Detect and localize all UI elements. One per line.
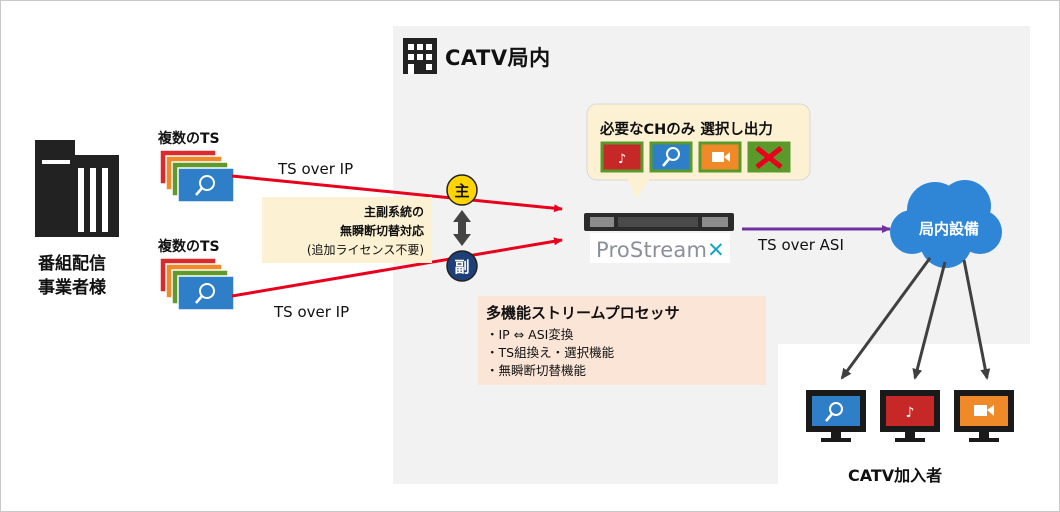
secondary-badge: [446, 250, 478, 282]
tv-icon: ♪: [880, 390, 940, 442]
ts-over-ip-bottom-label: TS over IP: [274, 303, 350, 321]
server-brand-main: ProStream: [596, 238, 708, 262]
server-brand: ProStream✕: [596, 238, 725, 262]
tv-icon: [954, 390, 1014, 442]
music-icon: ♪: [600, 141, 644, 173]
primary-badge-label: 主: [454, 182, 470, 200]
office-icon: [403, 38, 437, 74]
tv-arrow-center: [912, 261, 947, 380]
svg-text:♪: ♪: [618, 152, 626, 167]
features-box: 多機能ストリームプロセッサ ・IP ⇔ ASI変換 ・TS組換え・選択機能 ・無…: [478, 296, 766, 385]
ts-over-ip-bottom-arrow: [231, 237, 563, 298]
provider-label: 番組配信 事業者様: [22, 252, 122, 300]
features-item: ・TS組換え・選択機能: [486, 345, 615, 360]
switch-double-arrow: [453, 210, 471, 246]
server-brand-mark: ✕: [707, 238, 725, 262]
tv-arrow-left: [840, 257, 932, 380]
provider-line2: 事業者様: [38, 278, 106, 298]
tv-icon: [806, 390, 866, 442]
subscribers-label: CATV加入者: [848, 466, 943, 485]
ts-stack-bottom-label: 複数のTS: [158, 239, 220, 255]
facility-label: 局内設備: [918, 220, 979, 238]
catv-office-title: CATV局内: [445, 46, 551, 70]
ts-stack-bottom: [159, 257, 235, 311]
redundancy-note-line3: (追加ライセンス不要): [306, 243, 424, 257]
redundancy-note-line2: 無瞬断切替対応: [339, 224, 424, 238]
cloud-icon: [890, 180, 1002, 268]
secondary-badge-label: 副: [454, 258, 470, 276]
features-item: ・無瞬断切替機能: [486, 363, 587, 378]
redundancy-note: 主副系統の 無瞬断切替対応 (追加ライセンス不要): [262, 197, 432, 263]
features-item: ・IP ⇔ ASI変換: [486, 327, 574, 342]
ts-stack-top-label: 複数のTS: [158, 131, 220, 147]
redundancy-note-line1: 主副系統の: [363, 205, 424, 219]
ts-stack-top: [159, 149, 235, 203]
svg-text:♪: ♪: [906, 405, 915, 421]
primary-badge: [446, 174, 478, 206]
server-icon: [584, 213, 734, 263]
provider-line1: 番組配信: [38, 254, 106, 274]
features-title: 多機能ストリームプロセッサ: [486, 304, 680, 322]
ts-over-asi-label: TS over ASI: [758, 236, 844, 254]
blocked-icon: [747, 141, 791, 173]
camera-icon: [698, 141, 742, 173]
ts-over-ip-top-label: TS over IP: [278, 160, 354, 178]
ts-over-ip-top-arrow: [231, 174, 563, 213]
tennis-icon: [649, 141, 693, 173]
tv-arrow-right: [962, 259, 991, 380]
selection-callout-title: 必要なCHのみ 選択し出力: [600, 122, 773, 138]
building-icon: [35, 140, 119, 237]
